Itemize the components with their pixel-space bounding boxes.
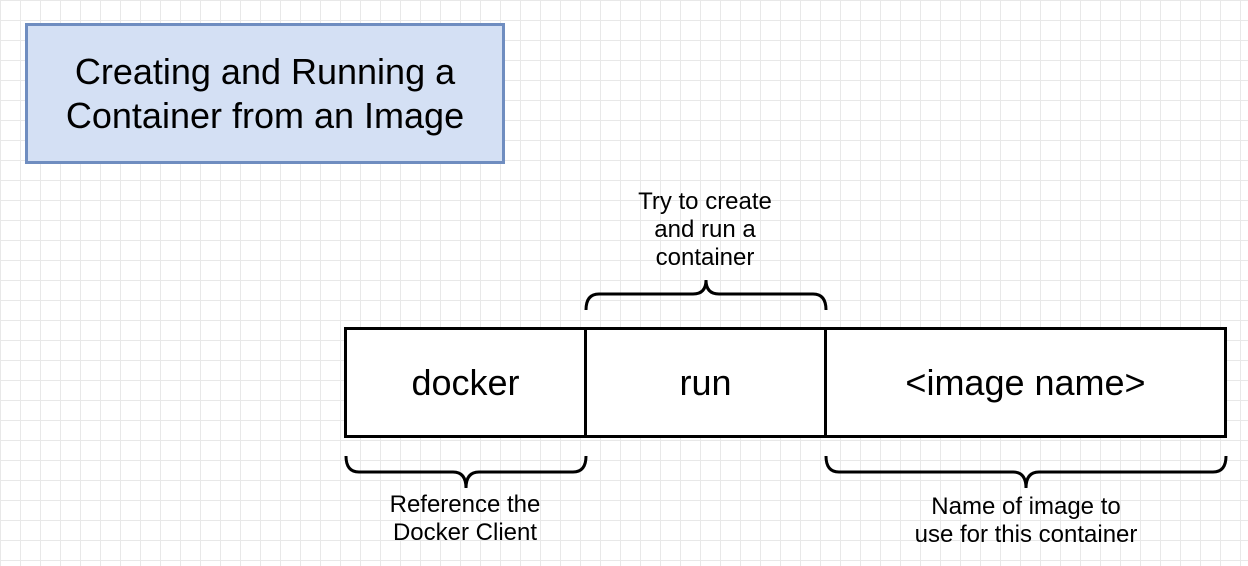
command-docker: docker: [347, 330, 587, 435]
annotation-docker: Reference the Docker Client: [389, 491, 541, 546]
command-row: docker run <image name>: [344, 327, 1227, 438]
diagram-title: Creating and Running a Container from an…: [25, 23, 505, 164]
annotation-image: Name of image to use for this container: [914, 493, 1138, 548]
command-run: run: [587, 330, 827, 435]
brace-image: [824, 455, 1228, 489]
brace-run: [584, 279, 828, 311]
brace-docker: [344, 455, 588, 489]
command-image-name: <image name>: [905, 361, 1146, 403]
annotation-run: Try to create and run a container: [638, 188, 772, 271]
